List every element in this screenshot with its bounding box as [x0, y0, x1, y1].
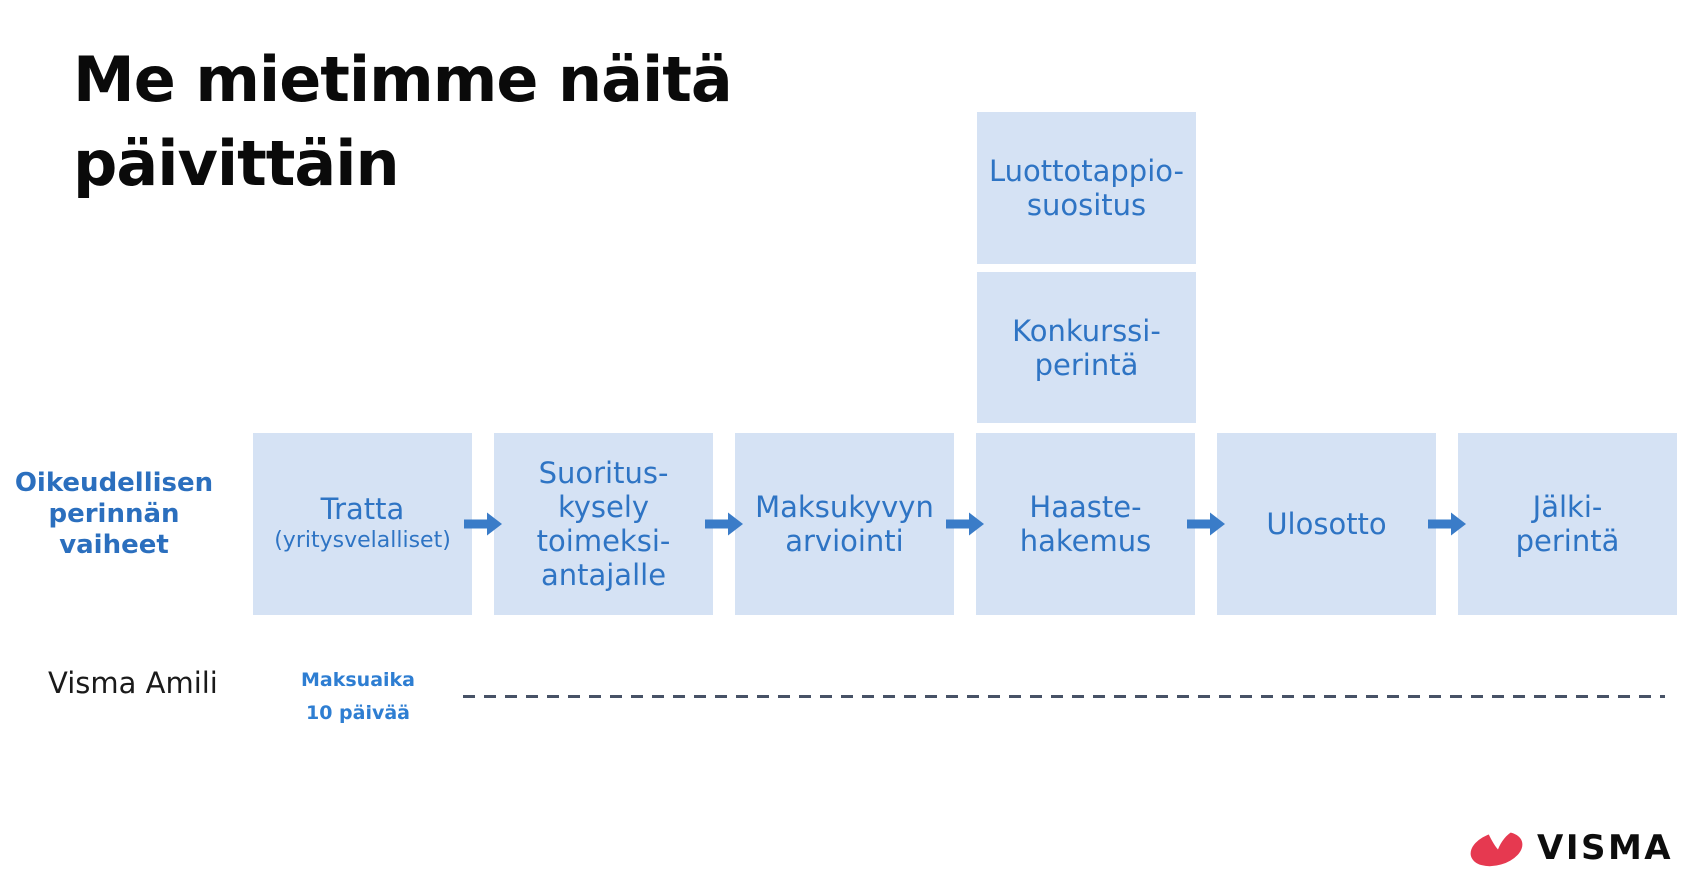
flow-arrow	[705, 433, 743, 615]
stacked-box-label: Konkurssi-perintä	[1012, 313, 1161, 382]
flow-step-label: Haaste-hakemus	[1019, 490, 1152, 558]
right-arrow-icon	[464, 512, 502, 536]
flow-step-jalkiperinta: Jälki-perintä	[1458, 433, 1677, 615]
flow-step-ulosotto: Ulosotto	[1217, 433, 1436, 615]
visma-swoosh-icon	[1470, 829, 1523, 867]
flow-arrow	[1187, 433, 1225, 615]
flow-step-label: Jälki-perintä	[1515, 490, 1620, 558]
visma-logo: VISMA	[1469, 829, 1673, 867]
flow-arrow	[946, 433, 984, 615]
flow-step-label: Ulosotto	[1266, 507, 1387, 541]
product-label-visma-amili: Visma Amili	[48, 666, 218, 700]
right-arrow-icon	[705, 512, 743, 536]
visma-logo-text: VISMA	[1537, 828, 1674, 868]
flow-step-haastehakemus: Haaste-hakemus	[976, 433, 1195, 615]
flow-row: Tratta (yritysvelalliset) Suoritus-kysel…	[253, 433, 1677, 615]
flow-arrow	[464, 433, 502, 615]
flow-step-label: Tratta	[320, 492, 405, 526]
flow-step-sublabel: (yritysvelalliset)	[274, 528, 451, 553]
right-arrow-icon	[1187, 512, 1225, 536]
flow-step-tratta: Tratta (yritysvelalliset)	[253, 433, 472, 615]
right-arrow-icon	[1428, 512, 1466, 536]
flow-arrow	[1428, 433, 1466, 615]
stacked-box-label: Luottotappio-suositus	[988, 154, 1184, 222]
stacked-box-luottotappio-suositus: Luottotappio-suositus	[977, 112, 1196, 264]
stacked-box-konkurssi-perinta: Konkurssi-perintä	[977, 272, 1196, 423]
timeline-dashed-line	[463, 695, 1665, 698]
right-arrow-icon	[946, 512, 984, 536]
